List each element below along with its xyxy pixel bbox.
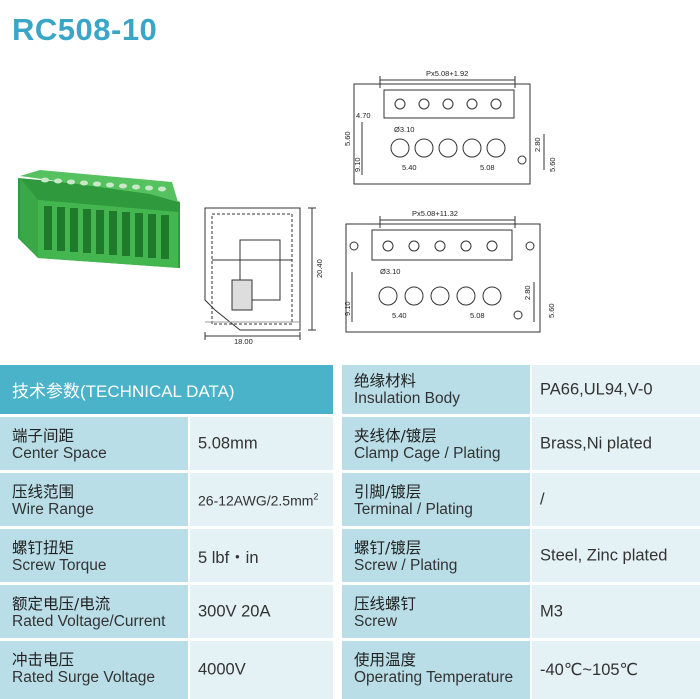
table-row-value: -40℃~105℃ — [532, 641, 700, 699]
dim-3-10-a: Ø3.10 — [394, 125, 414, 134]
dim-18-00: 18.00 — [234, 337, 253, 346]
dim-5-40-b: 5.40 — [392, 311, 407, 320]
dim-5-08-a: 5.08 — [480, 163, 495, 172]
table-row-value: Steel, Zinc plated — [532, 529, 700, 582]
dim-5-40-a: 5.40 — [402, 163, 417, 172]
dim-5-08-b: 5.08 — [470, 311, 485, 320]
dim-5-60-b: 5.60 — [548, 157, 557, 172]
dim-2-80-b: 2.80 — [523, 285, 532, 300]
table-row-value: PA66,UL94,V-0 — [532, 365, 700, 414]
top-view — [353, 76, 545, 185]
table-row-value: M3 — [532, 585, 700, 638]
table-row-value: 5.08mm — [190, 417, 333, 470]
side-view — [204, 207, 316, 340]
dim-4-70: 4.70 — [356, 111, 371, 120]
dim-top-pitch: Px5.08+1.92 — [426, 69, 468, 78]
page-title: RC508-10 — [12, 12, 158, 47]
dim-bottom-pitch: Px5.08+11.32 — [412, 209, 458, 218]
product-photo — [18, 170, 180, 268]
table-header: 技术参数(TECHNICAL DATA) — [0, 365, 333, 414]
dim-9-10-a: 9.10 — [353, 157, 362, 172]
table-row-value: 4000V — [190, 641, 333, 699]
table-row-value: 26-12AWG/2.5mm2 — [190, 473, 333, 526]
dim-5-60-c: 5.60 — [547, 303, 556, 318]
dim-3-10-b: Ø3.10 — [380, 267, 400, 276]
technical-drawing: 20.40 18.00 Px5.08+1.92 4.70 5.60 9.10 Ø… — [18, 69, 557, 346]
table-row-value: Brass,Ni plated — [532, 417, 700, 470]
table-row-value: 300V 20A — [190, 585, 333, 638]
dim-5-60-a: 5.60 — [343, 131, 352, 146]
dim-20-40: 20.40 — [315, 259, 324, 278]
bottom-view — [345, 216, 541, 333]
table-row-value: 5 lbf・in — [190, 529, 333, 582]
dim-2-80-a: 2.80 — [533, 137, 542, 152]
table-row-value: / — [532, 473, 700, 526]
dim-9-10-b: 9.10 — [343, 301, 352, 316]
